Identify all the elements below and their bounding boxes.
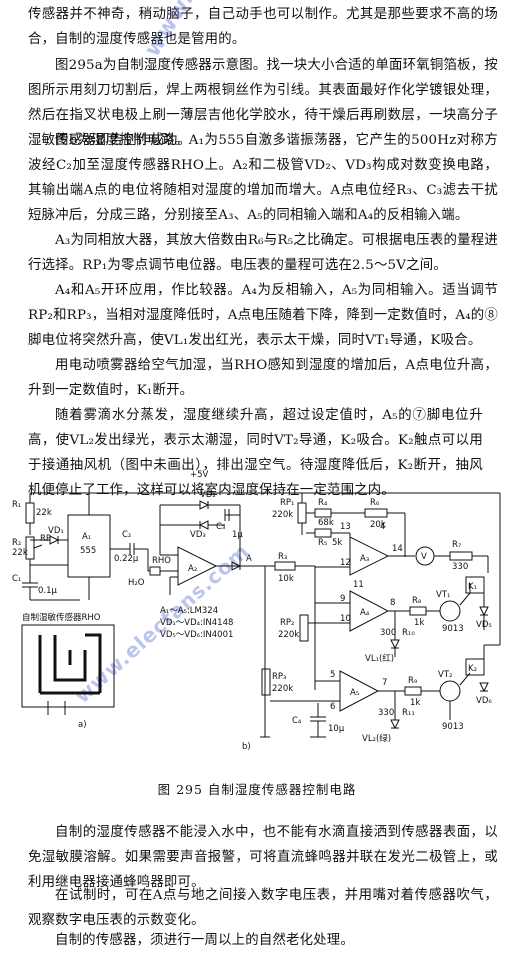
r3-label: R₃	[278, 552, 287, 562]
k1-label: K₁	[468, 582, 477, 592]
voltmeter-label: V	[421, 552, 427, 562]
c3-value: 1μ	[232, 530, 243, 540]
rp2-value: 220k	[278, 630, 299, 640]
paragraph-caution: 自制的湿度传感器不能浸入水中，也不能有水滴直接洒到传感器表面，以免湿敏膜溶解。如…	[28, 825, 498, 890]
pin8-label: 8	[390, 598, 395, 608]
r9-value: 300	[380, 628, 396, 638]
c4-label: C₄	[292, 716, 302, 726]
r2-label: R₂	[12, 538, 21, 548]
node-a-label: A	[246, 554, 252, 564]
r5-label: R₅	[318, 538, 327, 548]
rp1-value: 220k	[272, 510, 293, 520]
vt2-type: 9013	[442, 722, 464, 732]
r8-label: R₈	[412, 596, 422, 606]
r1-label: R₁	[12, 500, 21, 510]
h2o-label: H₂O	[128, 578, 145, 588]
paragraph-aging: 自制的传感器，须进行一周以上的自然老化处理。	[55, 933, 354, 948]
a4-label: A₄	[360, 608, 370, 618]
vl1-label: VL₁(红)	[365, 653, 394, 664]
c1-label: C₁	[12, 574, 21, 584]
vt1-label: VT₁	[436, 590, 450, 600]
vd1-label: VD₁	[48, 526, 64, 536]
paragraph-intro: 传感器并不神奇，稍动脑子，自己动手也可以制作。尤其是那些要求不高的场合，自制的湿…	[28, 7, 498, 47]
r9b-label: R₉	[408, 676, 418, 686]
k2-label: K₂	[468, 664, 477, 674]
label-b: b)	[242, 742, 251, 752]
vd3-label: VD₃	[190, 530, 206, 540]
sensor-title: 自制湿敏传感器RHO	[22, 612, 101, 623]
r7-value: 330	[452, 562, 468, 572]
r5-value: 5k	[332, 538, 342, 548]
pin4-label: 4	[380, 522, 385, 532]
paragraph-a3-amplifier: A₃为同相放大器，其放大倍数由R₆与R₅之比确定。可根据电压表的量程进行选择。R…	[28, 233, 498, 273]
legend-line-3: VD₅～VD₆:IN4001	[160, 630, 233, 640]
c1-value: 0.1μ	[38, 586, 58, 596]
c2-value: 0.22μ	[114, 554, 139, 564]
label-a: a)	[78, 720, 87, 730]
pin5-label: 5	[330, 670, 335, 680]
supply-label: +5V	[190, 470, 209, 480]
paragraph-humidifier: 用电动喷雾器给空气加湿，当RHO感知到湿度的增加后，A点电位升高，升到一定数值时…	[28, 358, 498, 398]
r4-value: 68k	[318, 518, 334, 528]
vt2-label: VT₂	[438, 670, 452, 680]
vd6-label: VD₆	[476, 696, 492, 706]
vl2-label: VL₂(绿)	[362, 733, 391, 744]
rp3-value: 220k	[272, 684, 293, 694]
a5-label: A₅	[350, 688, 359, 698]
r2-value: 22k	[12, 548, 28, 558]
paragraph-exhaust: 随着雾滴水分蒸发，湿度继续升高，超过设定值时，A₅的⑦脚电位升高，使VL₂发出绿…	[28, 408, 483, 498]
rp3-label: RP₃	[272, 672, 286, 682]
a3-label: A₃	[360, 554, 369, 564]
r4-label: R₄	[318, 498, 328, 508]
r3-value: 10k	[278, 574, 294, 584]
a1-type: 555	[80, 546, 96, 556]
paragraph-sensor-making: 图295a为自制湿度传感器示意图。找一块大小合适的单面环氧铜箔板，按图所示用刻刀…	[28, 58, 498, 148]
legend-line-1: A₁～A₅:LM324	[160, 606, 218, 616]
c4-value: 10μ	[328, 724, 345, 734]
rp1-label: RP₁	[280, 498, 294, 508]
vd2-label: VD₂	[200, 490, 216, 500]
r8-value: 1k	[414, 618, 424, 628]
paragraph-control-circuit: 图b为湿度控制电路。A₁为555自激多谐振荡器，它产生的500Hz对称方波经C₂…	[28, 133, 498, 223]
pin13-label: 13	[340, 522, 351, 532]
rho-label: RHO	[152, 556, 171, 566]
r9b-value: 1k	[410, 698, 420, 708]
rp-label: RP	[40, 534, 51, 544]
r1-value: 22k	[36, 508, 52, 518]
rp2-label: RP₂	[280, 618, 294, 628]
legend-line-2: VD₁～VD₄:IN4148	[160, 618, 233, 628]
c3-label: C₃	[216, 522, 225, 532]
c2-label: C₂	[122, 530, 131, 540]
r10-label: R₁₀	[402, 628, 415, 638]
pin10-label: 10	[340, 614, 351, 624]
pin14-label: 14	[392, 544, 403, 554]
paragraph-testing: 在试制时，可在A点与地之间接入数字电压表，并用嘴对着传感器吹气，观察数字电压表的…	[28, 888, 498, 928]
pin6-label: 6	[330, 702, 335, 712]
circuit-diagram: +5V R₁ 22k RP R₂ 22k VD₁ C₁ 0.1μ A₁ 555 …	[12, 470, 501, 752]
r7-label: R₇	[452, 540, 462, 550]
pin12-label: 12	[340, 558, 351, 568]
r6-value: 20k	[370, 520, 386, 530]
pin9-label: 9	[340, 594, 345, 604]
vt1-type: 9013	[442, 624, 464, 634]
a1-label: A₁	[82, 532, 91, 542]
r11-label: R₁₁	[402, 708, 415, 718]
pin7-label: 7	[382, 678, 387, 688]
vd5-label: VD₅	[476, 620, 492, 630]
paragraph-comparators: A₄和A₅开环应用，作比较器。A₄为反相输入，A₅为同相输入。适当调节RP₂和R…	[28, 283, 498, 348]
r11-value: 330	[378, 708, 394, 718]
figure-caption: 图 295 自制湿度传感器控制电路	[157, 782, 357, 797]
r6-label: R₆	[370, 498, 380, 508]
pin11-label: 11	[353, 580, 364, 590]
a2-label: A₂	[188, 564, 197, 574]
